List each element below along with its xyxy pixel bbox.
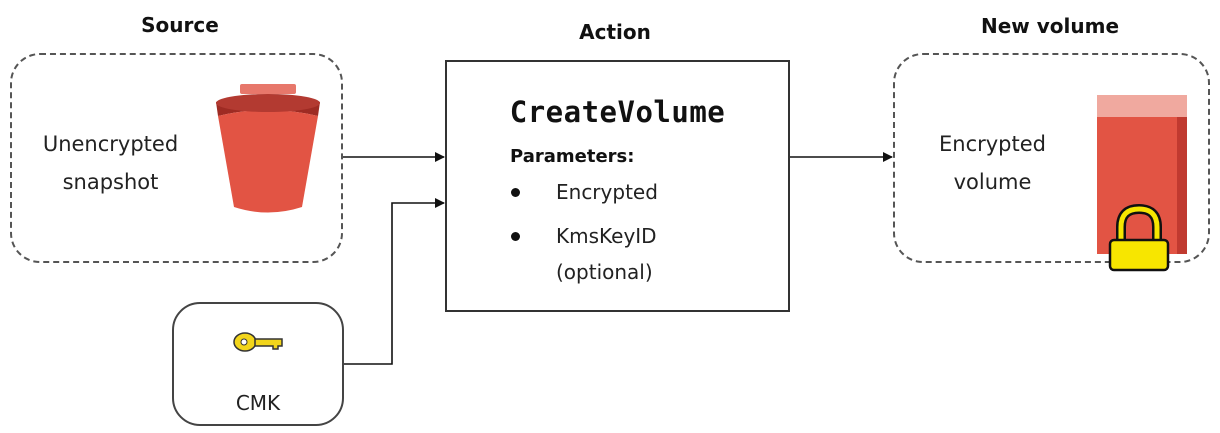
cmk-to-action-arrow <box>344 198 445 365</box>
cmk-label: CMK <box>235 391 281 415</box>
new-volume-heading: New volume <box>980 14 1120 38</box>
new-volume-label-line1: Encrypted <box>939 132 1046 156</box>
source-heading: Source <box>141 13 219 37</box>
key-icon <box>233 332 283 352</box>
action-heading: Action <box>579 20 651 44</box>
action-title: CreateVolume <box>509 95 726 129</box>
s3-bucket-icon <box>216 84 320 213</box>
cmk-panel <box>172 302 344 426</box>
new-volume-label-line2: volume <box>953 170 1032 194</box>
parameter-kmskeyid-note: (optional) <box>556 260 653 284</box>
ebs-volume-icon <box>1097 95 1187 254</box>
source-panel <box>10 53 343 263</box>
create-volume-action-box <box>445 60 790 312</box>
bullet-point <box>511 188 520 197</box>
parameter-encrypted: Encrypted <box>556 180 658 204</box>
parameter-kmskeyid: KmsKeyID <box>556 224 657 248</box>
parameters-label: Parameters: <box>510 146 635 167</box>
source-label-line1: Unencrypted <box>42 132 179 156</box>
source-label-line2: snapshot <box>62 170 159 194</box>
new-volume-panel <box>893 53 1210 263</box>
padlock-icon <box>1108 203 1170 272</box>
bullet-point <box>511 232 520 241</box>
